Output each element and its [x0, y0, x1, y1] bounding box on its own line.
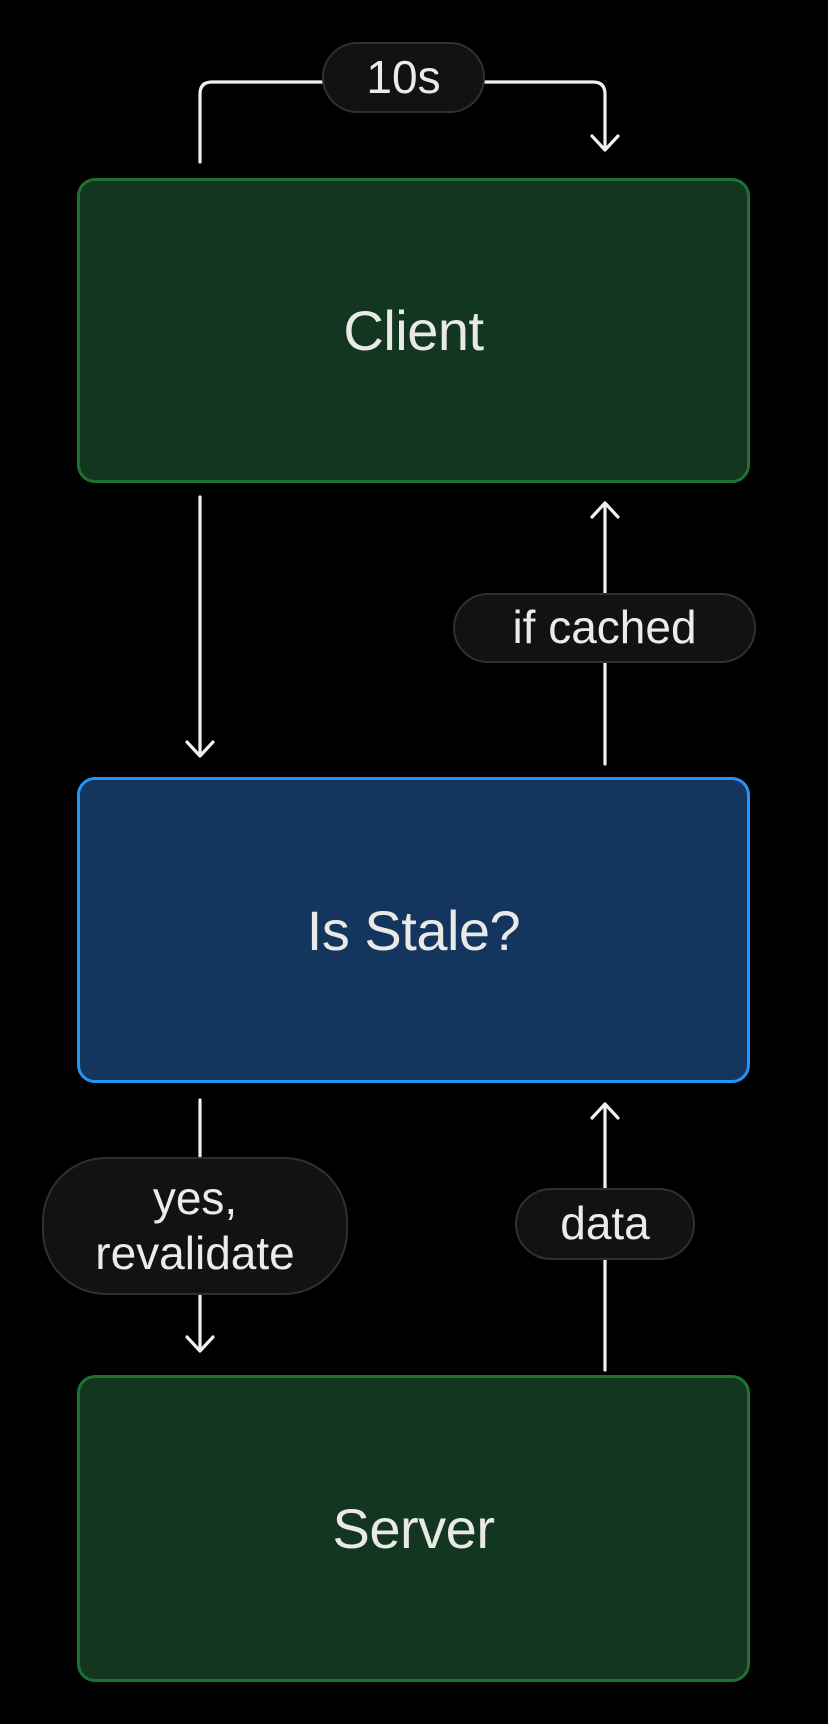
is-stale-node: Is Stale?	[77, 777, 750, 1083]
yes-revalidate-label-line2: revalidate	[95, 1227, 295, 1279]
client-node: Client	[77, 178, 750, 483]
is-stale-node-label: Is Stale?	[306, 898, 521, 962]
arrowhead-down-icon	[185, 1335, 215, 1353]
yes-revalidate-label-line1: yes,	[152, 1171, 238, 1224]
arrowhead-down-icon	[590, 134, 620, 152]
data-pill: data	[515, 1188, 695, 1260]
yes-revalidate-pill: yes, revalidate	[42, 1157, 348, 1295]
loop-interval-label: 10s	[366, 50, 441, 103]
data-label: data	[560, 1197, 650, 1250]
if-cached-label: if cached	[512, 601, 697, 654]
arrowhead-down-icon	[185, 740, 215, 758]
server-node-label: Server	[332, 1497, 495, 1560]
arrowhead-up-icon	[590, 1102, 620, 1120]
client-to-is-stale-arrow	[185, 495, 215, 758]
server-node: Server	[77, 1375, 750, 1682]
if-cached-pill: if cached	[453, 593, 756, 663]
arrowhead-up-icon	[590, 501, 620, 519]
client-node-label: Client	[343, 299, 484, 362]
loop-interval-pill: 10s	[322, 42, 485, 113]
